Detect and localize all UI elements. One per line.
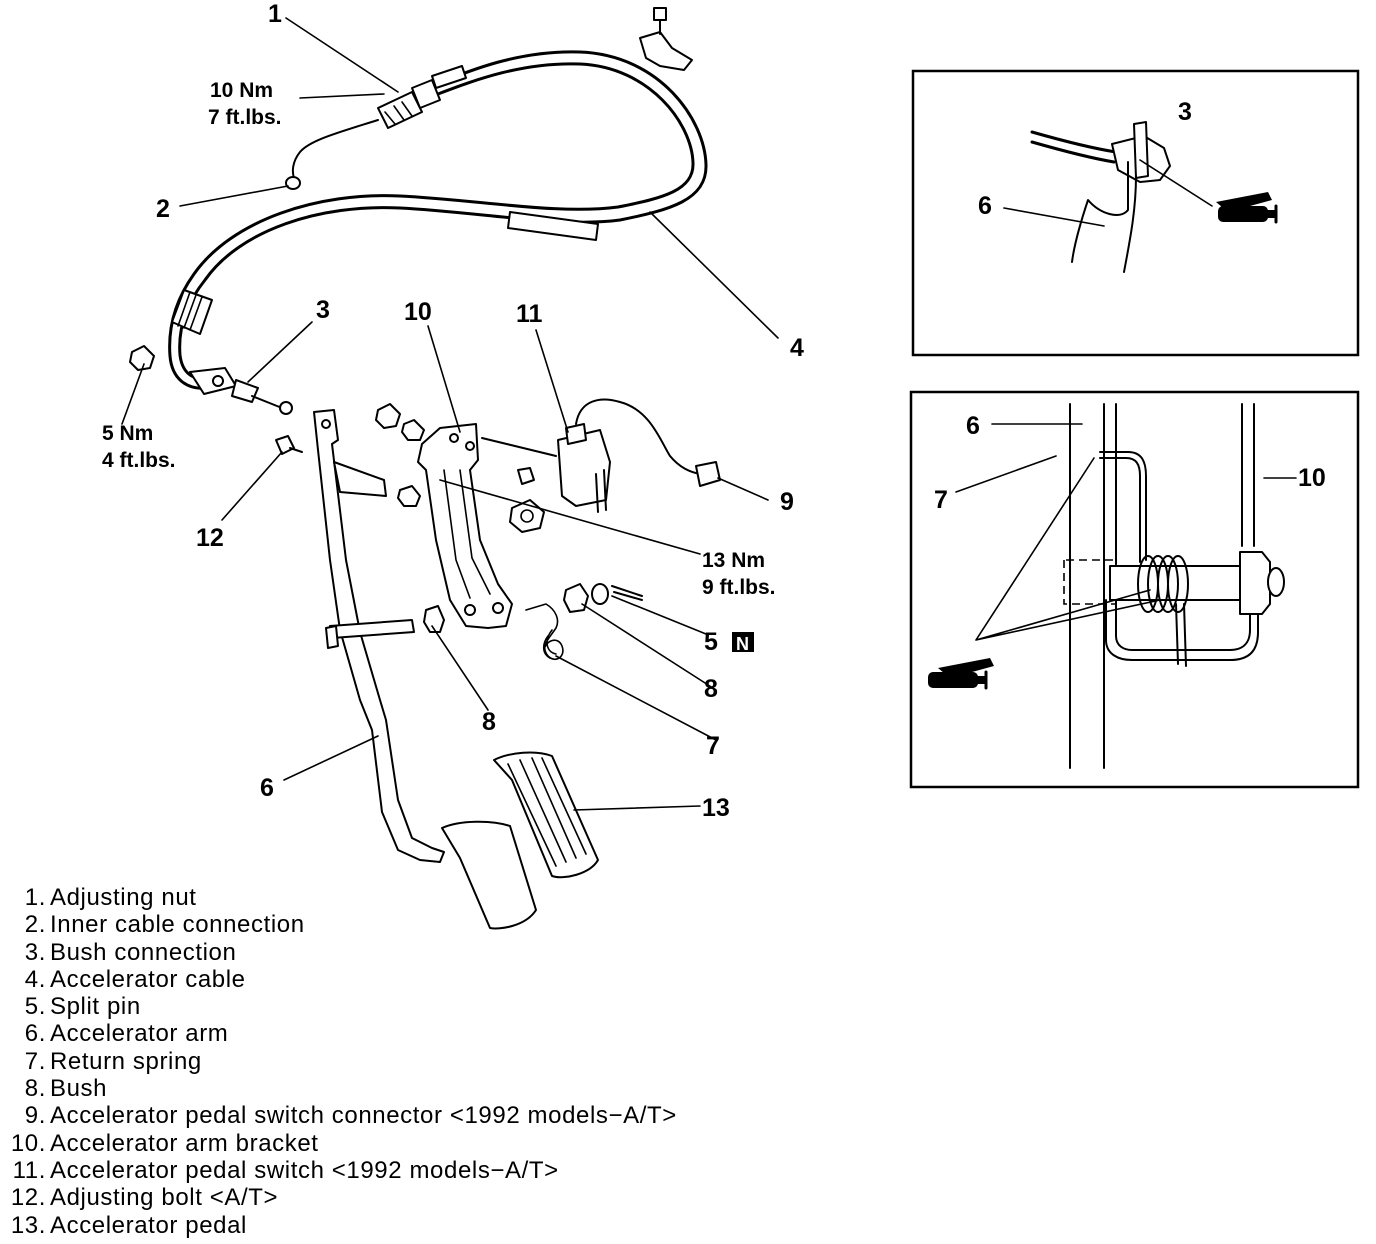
detail-bottom-label-10: 10: [1298, 464, 1326, 492]
legend-item-text: Split pin: [50, 993, 141, 1021]
callout-13: 13: [702, 794, 730, 822]
detail-return-spring: 6 7 10: [909, 390, 1360, 789]
callout-9: 9: [780, 488, 794, 516]
torque-bracket-nm: 13 Nm: [702, 549, 765, 572]
legend-item-number: 8.: [24, 1075, 46, 1103]
accelerator-cable: [129, 7, 708, 415]
detail-bottom-label-6: 6: [966, 412, 980, 440]
legend-item: 7.Return spring: [0, 1048, 820, 1075]
torque-bush-ftlbs: 4 ft.lbs.: [102, 449, 176, 472]
leader-lines: [121, 17, 779, 811]
detail-top-label-3: 3: [1178, 98, 1192, 126]
legend-item-text: Bush connection: [50, 938, 237, 966]
callout-7: 7: [706, 732, 720, 760]
legend-item: 4.Accelerator cable: [0, 966, 820, 993]
torque-adjusting-nut-nm: 10 Nm: [210, 79, 273, 102]
legend-item: 11.Accelerator pedal switch <1992 models…: [0, 1157, 820, 1184]
n-badge: N: [736, 634, 749, 654]
legend-item: 10.Accelerator arm bracket: [0, 1130, 820, 1157]
accelerator-pedal-switch: [481, 398, 721, 513]
callout-5: 5: [704, 628, 718, 656]
callout-8-right: 8: [704, 675, 718, 703]
grease-gun-icon: [928, 658, 994, 690]
legend-item-number: 12.: [10, 1184, 46, 1212]
legend-item-number: 9.: [24, 1102, 46, 1130]
legend-item-number: 2.: [24, 911, 46, 939]
legend-item: 6.Accelerator arm: [0, 1020, 820, 1047]
callout-10: 10: [404, 298, 432, 326]
accelerator-pedal: [493, 751, 599, 879]
torque-bracket-ftlbs: 9 ft.lbs.: [702, 576, 776, 599]
detail-bush-connection: 3 6: [911, 69, 1360, 357]
callout-11: 11: [516, 300, 543, 328]
legend-item-number: 3.: [24, 938, 46, 966]
torque-adjusting-nut-ftlbs: 7 ft.lbs.: [208, 106, 282, 129]
legend-item: 8.Bush: [0, 1075, 820, 1102]
callout-2: 2: [156, 195, 170, 223]
torque-specs: 10 Nm 7 ft.lbs. 5 Nm 4 ft.lbs. 13 Nm 9 f…: [102, 79, 776, 599]
legend-item: 3.Bush connection: [0, 939, 820, 966]
legend-item: 5.Split pin: [0, 993, 820, 1020]
legend-item-text: Accelerator pedal switch connector <1992…: [50, 1102, 677, 1130]
callout-6: 6: [260, 774, 274, 802]
n-badge-box: [732, 632, 754, 652]
legend-item-text: Accelerator arm: [50, 1020, 229, 1048]
callout-3: 3: [316, 296, 330, 324]
legend-item-text: Inner cable connection: [50, 911, 305, 939]
callout-8-left: 8: [482, 708, 496, 736]
main-callouts: 1 2 3 4 5 N 6 7 8 8 9 10 11 12 13: [156, 0, 804, 822]
legend-item-text: Return spring: [50, 1047, 202, 1075]
legend-item-text: Accelerator arm bracket: [50, 1129, 319, 1157]
callout-4: 4: [790, 334, 804, 362]
grease-gun-icon: [1216, 192, 1278, 224]
small-hardware: [423, 583, 643, 661]
legend-item-text: Accelerator cable: [50, 965, 246, 993]
legend-item-number: 4.: [24, 965, 46, 993]
legend-item-text: Bush: [50, 1075, 108, 1103]
legend-item-number: 5.: [24, 993, 46, 1021]
legend-item-text: Adjusting nut: [50, 884, 197, 911]
legend-item-text: Accelerator pedal switch <1992 models−A/…: [50, 1156, 559, 1184]
legend-item-number: 7.: [24, 1047, 46, 1075]
callout-1: 1: [268, 0, 282, 28]
legend-item: 12.Adjusting bolt <A/T>: [0, 1184, 820, 1211]
legend-item-number: 1.: [24, 884, 46, 911]
legend-item: 9.Accelerator pedal switch connector <19…: [0, 1102, 820, 1129]
legend-item-number: 11.: [12, 1156, 46, 1184]
torque-bush-nm: 5 Nm: [102, 422, 153, 445]
accelerator-arm: [313, 409, 537, 930]
legend-item-number: 10.: [10, 1129, 46, 1157]
detail-top-label-6: 6: [978, 192, 992, 220]
legend-item-number: 13.: [10, 1211, 46, 1239]
legend-item-text: Accelerator pedal: [50, 1211, 247, 1239]
legend-item: 1.Adjusting nut: [0, 884, 820, 911]
legend-item-text: Adjusting bolt <A/T>: [50, 1184, 279, 1212]
legend-item: 13.Accelerator pedal: [0, 1212, 820, 1239]
legend-item-number: 6.: [24, 1020, 46, 1048]
legend-item: 2.Inner cable connection: [0, 911, 820, 938]
callout-12: 12: [196, 524, 224, 552]
detail-bottom-label-7: 7: [934, 486, 948, 514]
